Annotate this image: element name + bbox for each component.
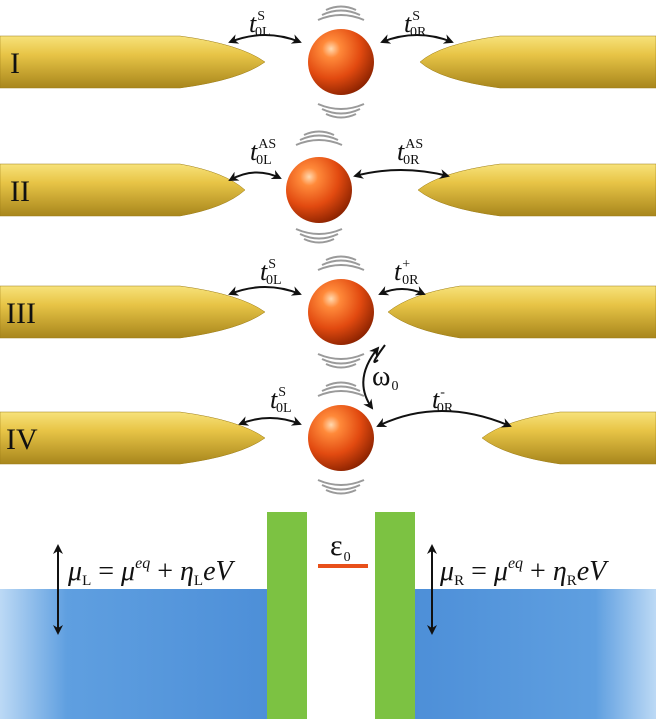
row-label: IV	[6, 423, 38, 456]
level-label: ε0	[330, 529, 351, 565]
energy-diagram: ε0 μL = μeq + ηLeV μR = μeq + ηReV	[0, 512, 656, 719]
tunneling-arrow-left	[238, 416, 302, 426]
left-electrode	[0, 35, 266, 89]
right-electrode	[417, 163, 656, 217]
left-barrier	[267, 512, 307, 719]
right-electrode	[481, 411, 656, 465]
right-electrode	[387, 285, 656, 339]
row-label: III	[6, 297, 36, 330]
omega-label: ω0	[372, 361, 398, 394]
right-coupling-label: t-0R	[432, 385, 454, 416]
tunneling-arrow-right	[353, 169, 450, 179]
left-chemical-potential: μL = μeq + ηLeV	[67, 555, 235, 589]
tunneling-arrow-left	[228, 286, 302, 296]
phonon-arrow	[373, 344, 386, 364]
tunneling-arrow-right	[378, 286, 426, 296]
right-reservoir	[414, 589, 656, 719]
row-label: II	[10, 175, 30, 208]
quantum-dot	[308, 279, 374, 345]
right-coupling-label: t+0R	[394, 257, 419, 288]
tunneling-arrow-right	[376, 410, 512, 428]
phonon-arrow-curve	[362, 346, 380, 410]
right-chemical-potential: μR = μeq + ηReV	[439, 555, 609, 589]
row-label: I	[10, 47, 20, 80]
tunneling-arrow-right	[380, 34, 454, 44]
left-electrode	[0, 163, 246, 217]
left-electrode	[0, 285, 266, 339]
left-electrode	[0, 411, 266, 465]
quantum-dot	[308, 29, 374, 95]
left-reservoir	[0, 589, 268, 719]
vibration-marks	[317, 255, 365, 369]
vibration-marks	[295, 130, 343, 244]
vibration-marks	[317, 381, 365, 495]
tunneling-arrow-left	[228, 34, 302, 44]
quantum-dot	[286, 157, 352, 223]
quantum-dot	[308, 405, 374, 471]
tunneling-arrow-left	[228, 170, 282, 181]
right-barrier	[375, 512, 415, 719]
right-electrode	[419, 35, 656, 89]
vibration-marks	[317, 5, 365, 119]
